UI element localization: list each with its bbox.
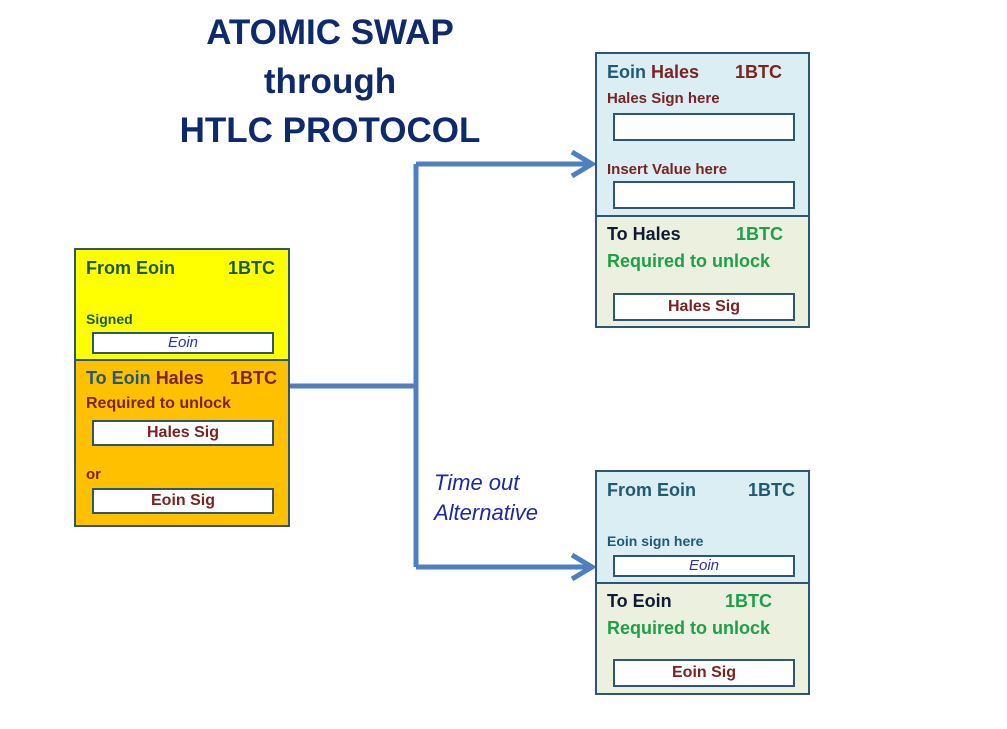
bottom-right-output-required-label: Required to unlock bbox=[607, 618, 771, 638]
left-transaction-box: From Eoin 1BTC Signed Eoin To Eoin Hales… bbox=[74, 248, 290, 527]
left-input-signed-label: Signed bbox=[86, 311, 133, 327]
left-input-signature-field: Eoin bbox=[92, 332, 274, 354]
page-title: ATOMIC SWAP through HTLC PROTOCOL bbox=[150, 8, 510, 155]
top-right-value-label: Insert Value here bbox=[607, 161, 728, 178]
bottom-right-sign-field: Eoin bbox=[613, 555, 795, 577]
top-right-input-names: Eoin Hales bbox=[607, 62, 699, 83]
left-output-or-label: or bbox=[86, 466, 101, 483]
left-output-to-label: To bbox=[86, 368, 107, 388]
bottom-right-output-amount: 1BTC bbox=[725, 591, 773, 611]
left-output-name-hales: Hales bbox=[155, 368, 204, 388]
bottom-right-sign-label: Eoin sign here bbox=[607, 533, 704, 549]
left-output-sig-field-1: Hales Sig bbox=[92, 420, 274, 446]
title-line-1: ATOMIC SWAP bbox=[206, 13, 454, 52]
left-input-from-label: From Eoin bbox=[86, 258, 175, 278]
left-output-name-eoin: Eoin bbox=[111, 368, 151, 388]
left-output-sig-field-2: Eoin Sig bbox=[92, 488, 274, 514]
title-line-2: through bbox=[263, 62, 397, 101]
left-output-required-label: Required to unlock bbox=[86, 395, 231, 412]
bottom-right-input-from-label: From Eoin bbox=[607, 480, 696, 500]
top-right-sign-field[interactable] bbox=[613, 113, 795, 141]
top-right-name-eoin: Eoin bbox=[607, 62, 646, 82]
bottom-right-output-section: To Eoin 1BTC Required to unlock Eoin Sig bbox=[597, 584, 808, 693]
top-right-transaction-box: Eoin Hales 1BTC Hales Sign here Insert V… bbox=[595, 52, 810, 328]
top-right-output-section: To Hales 1BTC Required to unlock Hales S… bbox=[597, 217, 808, 326]
top-right-output-to-label: To Hales bbox=[607, 224, 681, 244]
timeout-line-2: Alternative bbox=[434, 500, 538, 525]
timeout-label: Time out Alternative bbox=[434, 468, 538, 528]
left-output-to-line: To Eoin Hales bbox=[86, 368, 204, 389]
left-output-section: To Eoin Hales 1BTC Required to unlock Ha… bbox=[76, 361, 288, 525]
top-right-output-sig-field: Hales Sig bbox=[613, 293, 795, 321]
bottom-right-input-section: From Eoin 1BTC Eoin sign here Eoin bbox=[597, 472, 808, 584]
top-right-input-section: Eoin Hales 1BTC Hales Sign here Insert V… bbox=[597, 54, 808, 217]
left-input-amount: 1BTC bbox=[228, 258, 276, 278]
bottom-right-input-amount: 1BTC bbox=[748, 480, 796, 500]
top-right-name-hales: Hales bbox=[651, 62, 700, 82]
timeout-line-1: Time out bbox=[434, 470, 520, 495]
left-input-section: From Eoin 1BTC Signed Eoin bbox=[76, 250, 288, 361]
arrowhead-bottom bbox=[570, 552, 597, 582]
bottom-right-output-sig-field: Eoin Sig bbox=[613, 659, 795, 687]
top-right-sign-label: Hales Sign here bbox=[607, 90, 720, 107]
arrowhead-top bbox=[570, 149, 597, 179]
top-right-output-required-label: Required to unlock bbox=[607, 251, 771, 271]
top-right-input-amount: 1BTC bbox=[735, 62, 783, 82]
title-line-3: HTLC PROTOCOL bbox=[179, 111, 481, 150]
bottom-right-output-to-label: To Eoin bbox=[607, 591, 672, 611]
bottom-right-transaction-box: From Eoin 1BTC Eoin sign here Eoin To Eo… bbox=[595, 470, 810, 695]
top-right-value-field[interactable] bbox=[613, 181, 795, 209]
top-right-output-amount: 1BTC bbox=[736, 224, 784, 244]
left-output-amount: 1BTC bbox=[230, 368, 278, 388]
